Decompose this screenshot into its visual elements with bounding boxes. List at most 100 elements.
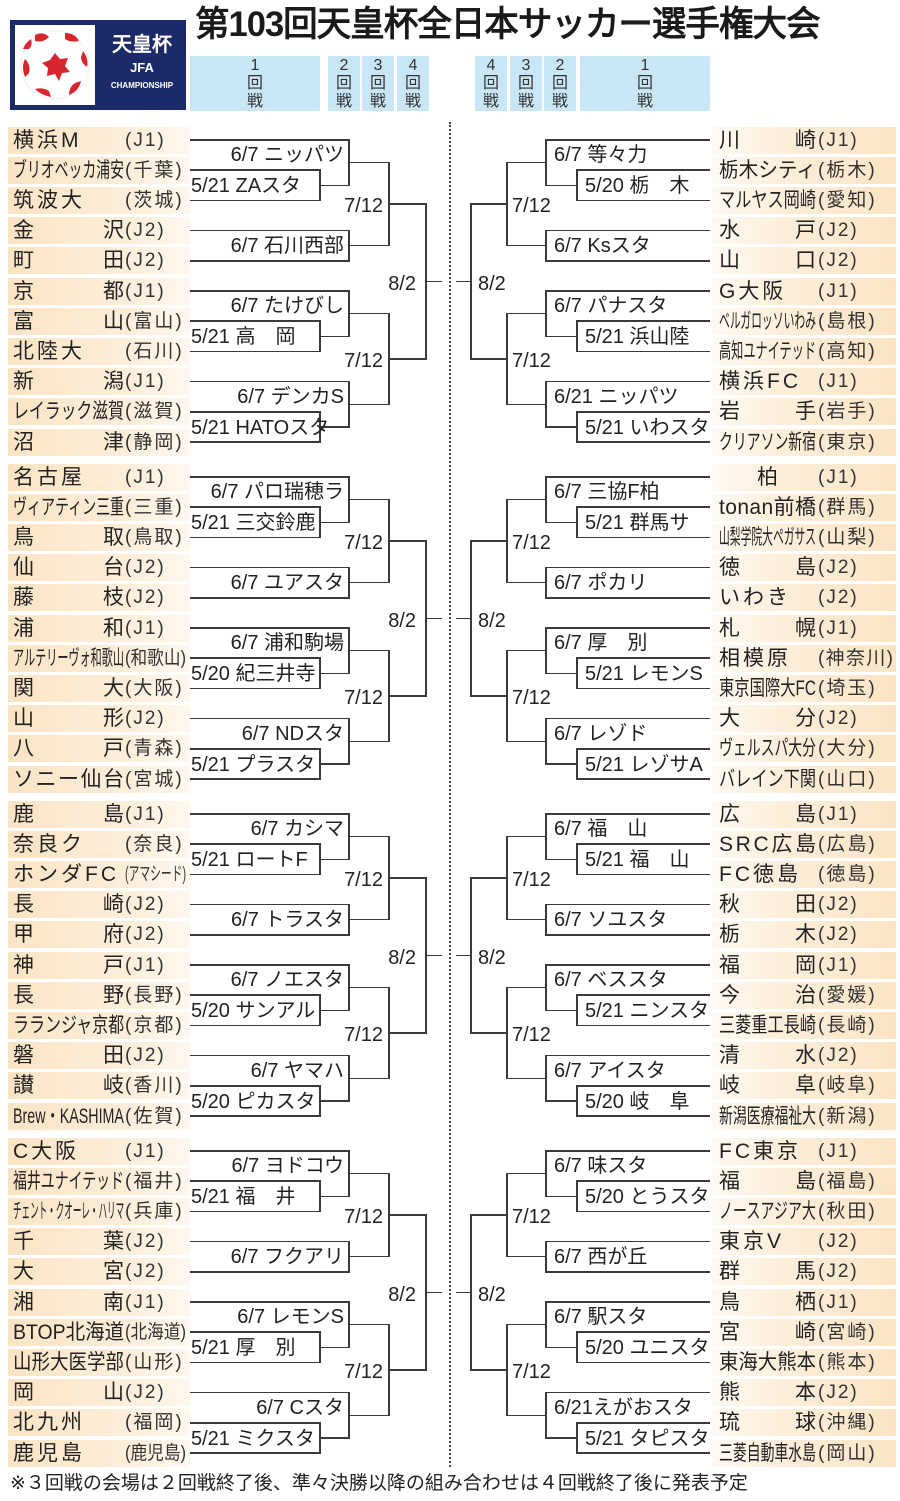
bracket-line: [507, 403, 546, 405]
bracket-line: [577, 778, 710, 780]
team-name: ベルガロッソいわみ: [719, 309, 817, 333]
bracket-line: [349, 244, 389, 247]
bracket-line: [426, 954, 442, 957]
team-row: [712, 217, 896, 245]
team-name: 相模原: [719, 646, 791, 670]
round-header-sen: 戦: [404, 92, 421, 110]
team-name: 山口: [719, 249, 871, 273]
team-row: [712, 463, 896, 491]
bracket-line: [190, 903, 349, 906]
first-round-venue: 5/21 福 井: [191, 1186, 296, 1209]
bracket-line: [349, 1323, 389, 1326]
bracket-line: [320, 1195, 349, 1198]
first-round-venue: 5/20 ユニスタ: [585, 1337, 710, 1360]
team-name: 栃木: [719, 923, 871, 947]
team-row: [712, 951, 896, 979]
team-row: [8, 1072, 190, 1100]
fourth-round-date: 8/2: [388, 272, 416, 295]
team-name: 鹿児島: [13, 1441, 85, 1465]
bracket-line: [507, 161, 546, 164]
bracket-line: [389, 695, 426, 697]
team-category: (J2): [125, 1231, 166, 1253]
team-name: 浦和: [13, 616, 193, 640]
team-name: 関大: [13, 676, 193, 700]
first-round-venue: 5/20 サンアル: [191, 1000, 316, 1023]
team-category: (J2): [818, 1261, 859, 1283]
bracket-line: [577, 320, 710, 322]
team-row: [712, 1228, 896, 1256]
bracket-line: [577, 657, 710, 659]
bracket-line: [506, 1323, 508, 1416]
third-round-date: 7/12: [512, 1360, 551, 1383]
team-name: アルテリーヴォ和歌山: [13, 646, 124, 670]
team-name: 今治: [719, 983, 871, 1007]
team-row: [712, 800, 896, 828]
bracket-line: [577, 748, 710, 750]
bracket-line: [389, 1032, 426, 1034]
team-name: 金沢: [13, 219, 193, 243]
fourth-round-date: 8/2: [388, 609, 416, 632]
second-round-venue: 6/7 駅スタ: [554, 1306, 648, 1328]
footer-note: ※３回戦の会場は２回戦終了後、準々決勝以降の組み合わせは４回戦終了後に発表予定: [10, 1473, 748, 1494]
team-name: 東京国際大FC: [719, 676, 816, 700]
second-round-venue: 6/7 レモンS: [237, 1306, 344, 1328]
team-name: 岩手: [719, 400, 871, 424]
team-row: [712, 584, 896, 612]
bracket-line: [320, 335, 349, 338]
bracket-line: [190, 476, 349, 478]
bracket-line: [190, 934, 349, 936]
team-row: [8, 428, 190, 456]
second-round-venue: 6/7 ソユスタ: [554, 908, 668, 931]
second-round-venue: 6/7 浦和駒場: [230, 632, 344, 654]
round-header-sen: 戦: [482, 92, 499, 110]
second-round-venue: 6/7 三協F柏: [554, 481, 660, 503]
team-category: (J2): [818, 1382, 859, 1404]
round-header-num: 1: [250, 56, 260, 74]
team-name: 群馬: [719, 1260, 871, 1284]
round-header-num: 3: [373, 56, 383, 74]
bracket-line: [506, 649, 508, 742]
bracket-line: [190, 229, 349, 232]
team-name: 横浜FC: [719, 370, 801, 394]
team-row: [8, 247, 190, 275]
bracket-line: [546, 335, 577, 338]
bracket-line: [320, 426, 349, 428]
third-round-date: 7/12: [512, 1206, 551, 1229]
second-round-venue: 6/7 パナスタ: [554, 295, 668, 317]
team-category: (宮城): [125, 768, 184, 790]
bracket-line: [389, 1214, 426, 1216]
first-round-venue: 5/21 いわスタ: [585, 416, 710, 439]
bracket-line: [349, 1172, 389, 1175]
round-header-num: 4: [408, 56, 418, 74]
first-round-venue: 5/21 タピスタ: [585, 1427, 710, 1450]
bracket-line: [507, 498, 546, 501]
first-round-venue: 5/21 厚 別: [191, 1337, 296, 1360]
team-row: [712, 1102, 896, 1130]
second-round-venue: 6/7 ノエスタ: [230, 969, 344, 991]
team-category: (熊本): [818, 1351, 877, 1373]
bracket-line: [577, 1024, 710, 1027]
bracket-line: [546, 627, 710, 629]
team-category: (東京): [818, 431, 877, 453]
second-round-venue: 6/7 等々力: [554, 144, 648, 166]
team-category: (兵庫): [125, 1200, 184, 1222]
team-row: [8, 951, 190, 979]
team-category: (J2): [125, 250, 166, 272]
round-header-num: 3: [521, 56, 531, 74]
team-name: 長崎: [13, 893, 193, 917]
team-category: (J2): [818, 557, 859, 579]
round-header-sen: 戦: [636, 92, 653, 110]
team-category: (群馬): [818, 496, 877, 518]
team-row: [8, 156, 190, 184]
team-row: [712, 247, 896, 275]
team-name: 筑波大: [13, 188, 85, 212]
first-round-venue: 5/20 栃 木: [585, 175, 690, 198]
bracket-line: [577, 843, 710, 845]
bracket-line: [190, 1331, 320, 1333]
round-header-num: 4: [486, 56, 496, 74]
bracket-line: [577, 1361, 710, 1364]
team-category: (茨城): [125, 189, 184, 211]
team-row: [8, 186, 190, 214]
team-row: [712, 1258, 896, 1286]
